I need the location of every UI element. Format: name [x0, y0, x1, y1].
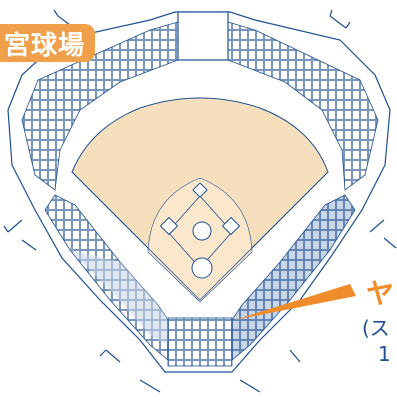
second-base-icon	[192, 182, 208, 198]
scoreboard	[177, 11, 229, 61]
upper-seating-right	[227, 21, 379, 191]
callout-line-1: (ス	[362, 316, 390, 340]
page-title: 宮球場	[4, 30, 86, 61]
home-plate-icon	[191, 257, 213, 279]
backstop-seats	[167, 317, 233, 367]
callout-arrow	[234, 284, 356, 320]
first-base-icon	[221, 216, 241, 236]
third-base-icon	[159, 216, 179, 236]
callout-title: ヤ	[366, 277, 395, 310]
pitcher-mound-icon	[192, 221, 212, 241]
upper-seating	[21, 21, 179, 191]
title-badge: 宮球場	[0, 24, 96, 62]
callout-line-2: 1	[378, 342, 391, 366]
highlight-left	[70, 250, 168, 345]
